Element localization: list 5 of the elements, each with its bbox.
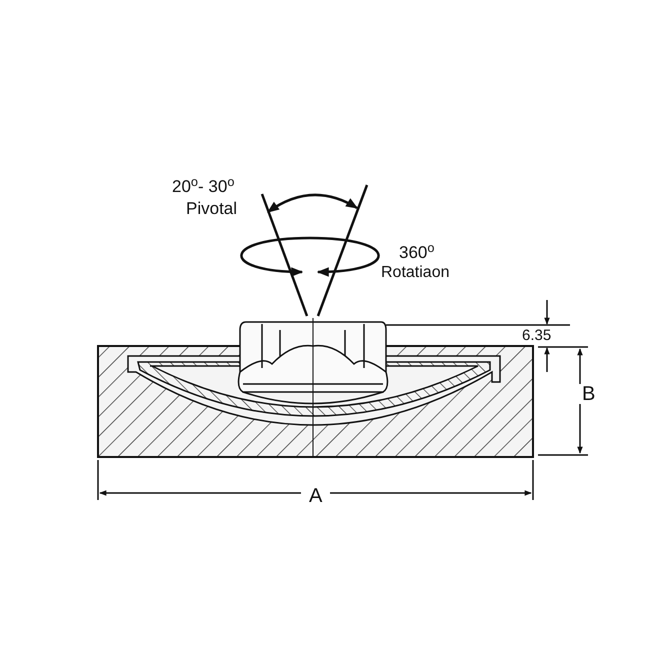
- dimension-label: 6.35: [522, 328, 552, 343]
- dimension-label: Rotatiaon: [381, 265, 450, 281]
- dimension-label: Pivotal: [186, 200, 238, 217]
- dimension-label: 20$^{o}$- 30$^{o}$: [172, 178, 234, 195]
- dimension-label: 360$^{o}$: [399, 244, 434, 261]
